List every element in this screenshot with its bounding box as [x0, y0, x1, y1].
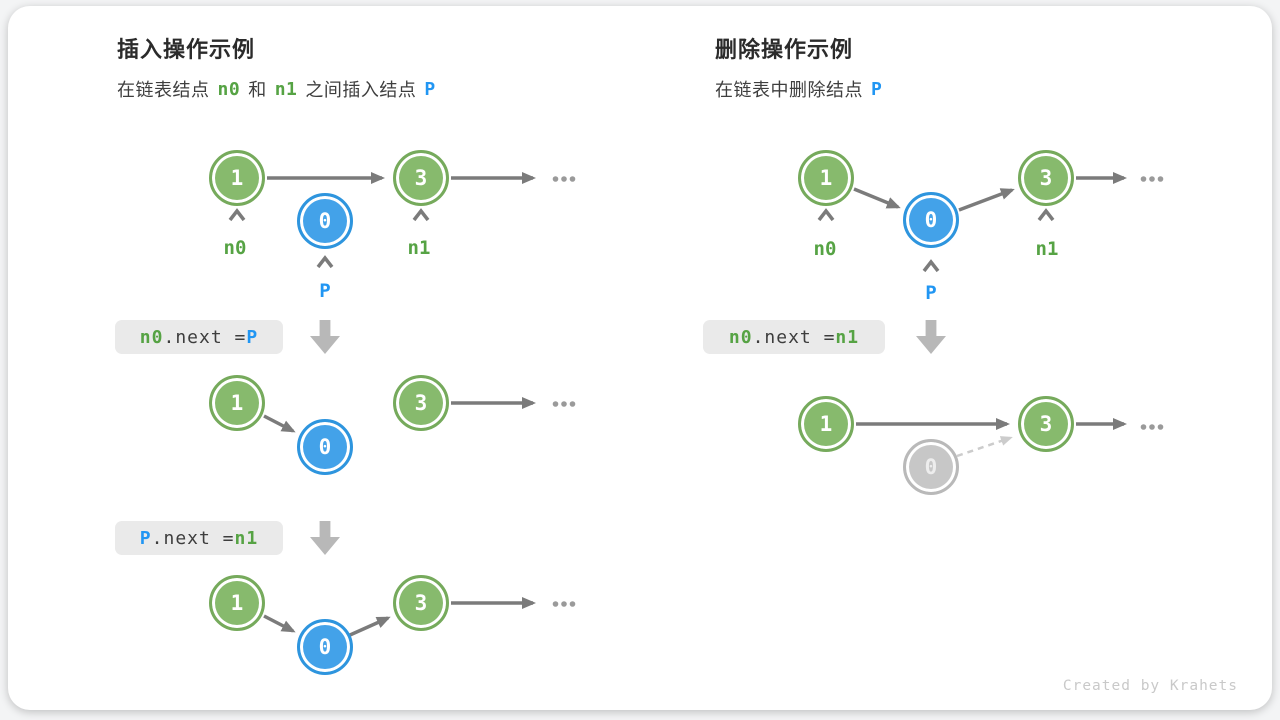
subtitle-text: 在链表中删除结点	[715, 80, 863, 100]
insert-step3-arrows	[263, 597, 536, 637]
insert-panel-title: 插入操作示例	[117, 37, 256, 62]
node-value: 1	[230, 166, 244, 190]
list-node-1: 1	[798, 396, 854, 452]
pointer-label-n1: n1	[1035, 238, 1059, 260]
list-node-1: 1	[209, 575, 265, 631]
code-lhs: P	[139, 527, 152, 549]
list-node-3: 3	[1018, 150, 1074, 206]
list-node-p: 0	[903, 192, 959, 248]
code-rhs: n1	[234, 527, 259, 549]
node-value: 3	[414, 591, 428, 615]
subtitle-p-token: P	[424, 78, 436, 100]
pointer-label-n0: n0	[223, 237, 247, 259]
code-lhs: n0	[728, 326, 753, 348]
subtitle-n1-token: n1	[274, 78, 298, 100]
pointer-label-n0: n0	[813, 238, 837, 260]
code-op: .next =	[752, 326, 836, 348]
delete-step1-arrows	[853, 172, 1127, 212]
code-rhs: P	[246, 326, 259, 348]
code-lhs: n0	[139, 326, 164, 348]
node-value: 3	[1039, 412, 1053, 436]
insert-panel-subtitle: 在链表结点 n0 和 n1 之间插入结点 P	[117, 76, 444, 102]
list-node-1: 1	[209, 150, 265, 206]
code-op: .next =	[163, 326, 247, 348]
code-box-p-next-n1: P.next = n1	[115, 521, 283, 555]
pointer-label-p: P	[925, 282, 937, 304]
subtitle-text: 在链表结点	[117, 80, 210, 100]
footer-credit: Created by Krahets	[1062, 678, 1238, 694]
code-rhs: n1	[835, 326, 860, 348]
node-value: 0	[924, 208, 938, 232]
node-value: 0	[318, 635, 332, 659]
list-node-3: 3	[1018, 396, 1074, 452]
code-op: .next =	[151, 527, 235, 549]
node-value: 1	[819, 166, 833, 190]
pointer-label-p: P	[319, 280, 331, 302]
list-node-1: 1	[798, 150, 854, 206]
delete-panel-title: 删除操作示例	[715, 37, 854, 62]
subtitle-p-token: P	[871, 78, 883, 100]
node-value: 1	[230, 391, 244, 415]
list-node-p: 0	[297, 619, 353, 675]
list-node-3: 3	[393, 150, 449, 206]
node-value: 0	[318, 435, 332, 459]
caret-up-icons	[228, 208, 1055, 273]
list-node-p: 0	[297, 193, 353, 249]
insert-step2-arrows	[263, 397, 536, 433]
node-value: 0	[924, 455, 938, 479]
pointer-label-n1: n1	[407, 237, 431, 259]
node-value: 3	[414, 391, 428, 415]
list-node-p-removed: 0	[903, 439, 959, 495]
code-box-n0-next-p: n0.next = P	[115, 320, 283, 354]
list-node-3: 3	[393, 375, 449, 431]
delete-panel-subtitle: 在链表中删除结点 P	[715, 76, 890, 102]
subtitle-text: 和	[248, 80, 267, 100]
node-value: 1	[819, 412, 833, 436]
node-value: 3	[1039, 166, 1053, 190]
code-box-n0-next-n1: n0.next = n1	[703, 320, 885, 354]
ellipsis-dots	[552, 176, 1164, 607]
delete-dashed-arrow	[956, 436, 1013, 458]
subtitle-text: 之间插入结点	[305, 80, 417, 100]
list-node-3: 3	[393, 575, 449, 631]
list-node-1: 1	[209, 375, 265, 431]
subtitle-n0-token: n0	[217, 78, 241, 100]
node-value: 3	[414, 166, 428, 190]
node-value: 1	[230, 591, 244, 615]
node-value: 0	[318, 209, 332, 233]
list-node-p: 0	[297, 419, 353, 475]
